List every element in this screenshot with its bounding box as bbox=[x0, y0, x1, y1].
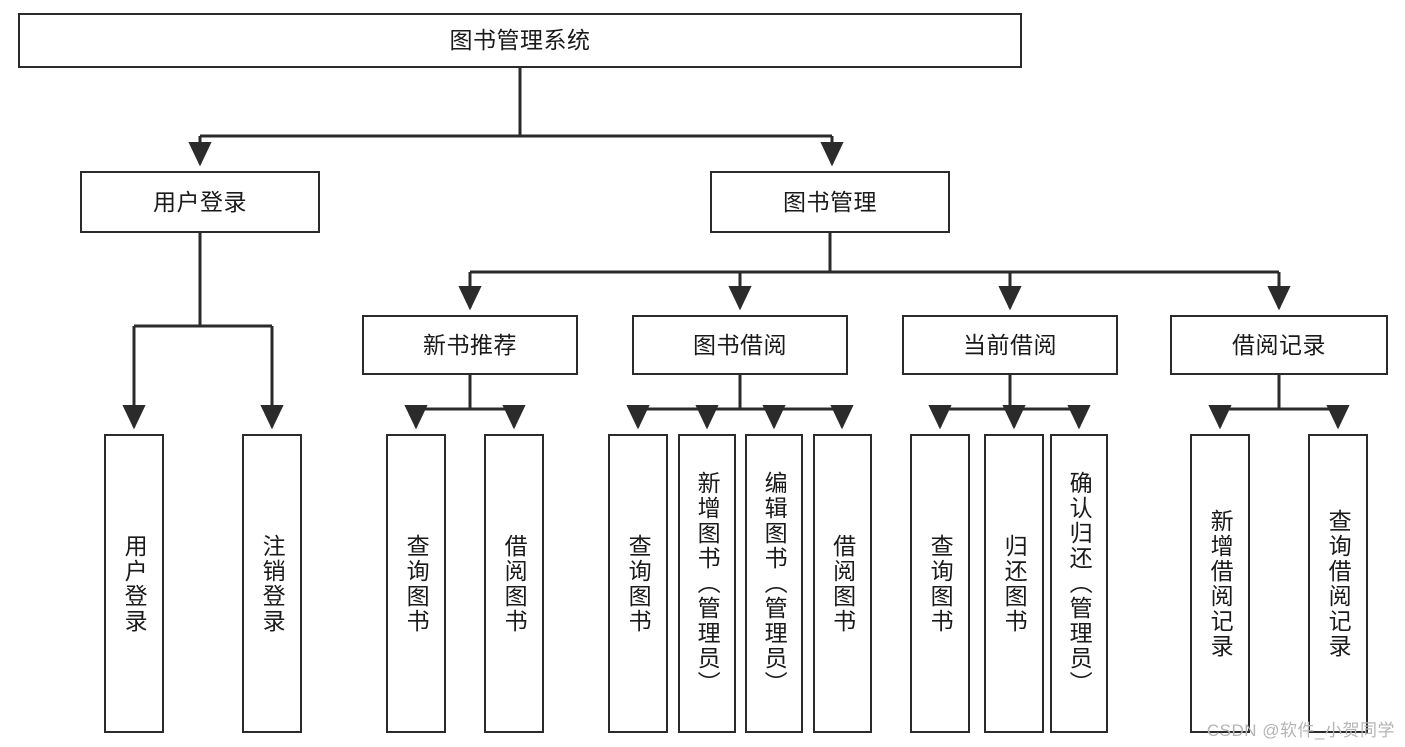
leaf-user-login[interactable]: 用户登录 bbox=[104, 434, 164, 733]
node-book-management[interactable]: 图书管理 bbox=[710, 171, 950, 233]
node-new-book-recommend-label: 新书推荐 bbox=[423, 331, 517, 358]
leaf-user-login-label: 用户登录 bbox=[121, 533, 148, 634]
node-current-borrow-label: 当前借阅 bbox=[963, 331, 1057, 358]
node-user-login-label: 用户登录 bbox=[153, 188, 247, 215]
node-book-management-label: 图书管理 bbox=[783, 188, 877, 215]
node-borrow-record-label: 借阅记录 bbox=[1232, 331, 1326, 358]
leaf-borrow-book-newbook[interactable]: 借阅图书 bbox=[484, 434, 544, 733]
leaf-add-book-admin-label: 新增图书（管理员） bbox=[694, 471, 721, 696]
node-new-book-recommend[interactable]: 新书推荐 bbox=[362, 315, 578, 375]
node-user-login[interactable]: 用户登录 bbox=[80, 171, 320, 233]
leaf-query-book-newbook[interactable]: 查询图书 bbox=[386, 434, 446, 733]
leaf-query-book-newbook-label: 查询图书 bbox=[403, 533, 430, 634]
node-borrow-record[interactable]: 借阅记录 bbox=[1170, 315, 1388, 375]
node-root[interactable]: 图书管理系统 bbox=[18, 13, 1022, 68]
leaf-borrow-book-newbook-label: 借阅图书 bbox=[501, 533, 528, 634]
leaf-query-borrow-record-label: 查询借阅记录 bbox=[1325, 508, 1352, 659]
leaf-add-borrow-record[interactable]: 新增借阅记录 bbox=[1190, 434, 1250, 733]
leaf-query-borrow-record[interactable]: 查询借阅记录 bbox=[1308, 434, 1368, 733]
node-current-borrow[interactable]: 当前借阅 bbox=[902, 315, 1118, 375]
leaf-query-book-borrow[interactable]: 查询图书 bbox=[608, 434, 668, 733]
node-book-borrow-label: 图书借阅 bbox=[693, 331, 787, 358]
leaf-logout[interactable]: 注销登录 bbox=[242, 434, 302, 733]
leaf-query-book-current-label: 查询图书 bbox=[927, 533, 954, 634]
node-root-label: 图书管理系统 bbox=[449, 27, 591, 54]
leaf-return-book-label: 归还图书 bbox=[1001, 533, 1028, 634]
leaf-return-book[interactable]: 归还图书 bbox=[984, 434, 1044, 733]
leaf-logout-label: 注销登录 bbox=[259, 533, 286, 634]
leaf-edit-book-admin[interactable]: 编辑图书（管理员） bbox=[745, 434, 803, 733]
node-book-borrow[interactable]: 图书借阅 bbox=[632, 315, 848, 375]
leaf-edit-book-admin-label: 编辑图书（管理员） bbox=[761, 471, 788, 696]
leaf-add-borrow-record-label: 新增借阅记录 bbox=[1207, 508, 1234, 659]
leaf-add-book-admin[interactable]: 新增图书（管理员） bbox=[678, 434, 736, 733]
leaf-borrow-book-label: 借阅图书 bbox=[829, 533, 856, 634]
leaf-borrow-book[interactable]: 借阅图书 bbox=[813, 434, 872, 733]
leaf-confirm-return-admin-label: 确认归还（管理员） bbox=[1066, 471, 1093, 696]
leaf-confirm-return-admin[interactable]: 确认归还（管理员） bbox=[1050, 434, 1108, 733]
leaf-query-book-borrow-label: 查询图书 bbox=[625, 533, 652, 634]
leaf-query-book-current[interactable]: 查询图书 bbox=[910, 434, 970, 733]
